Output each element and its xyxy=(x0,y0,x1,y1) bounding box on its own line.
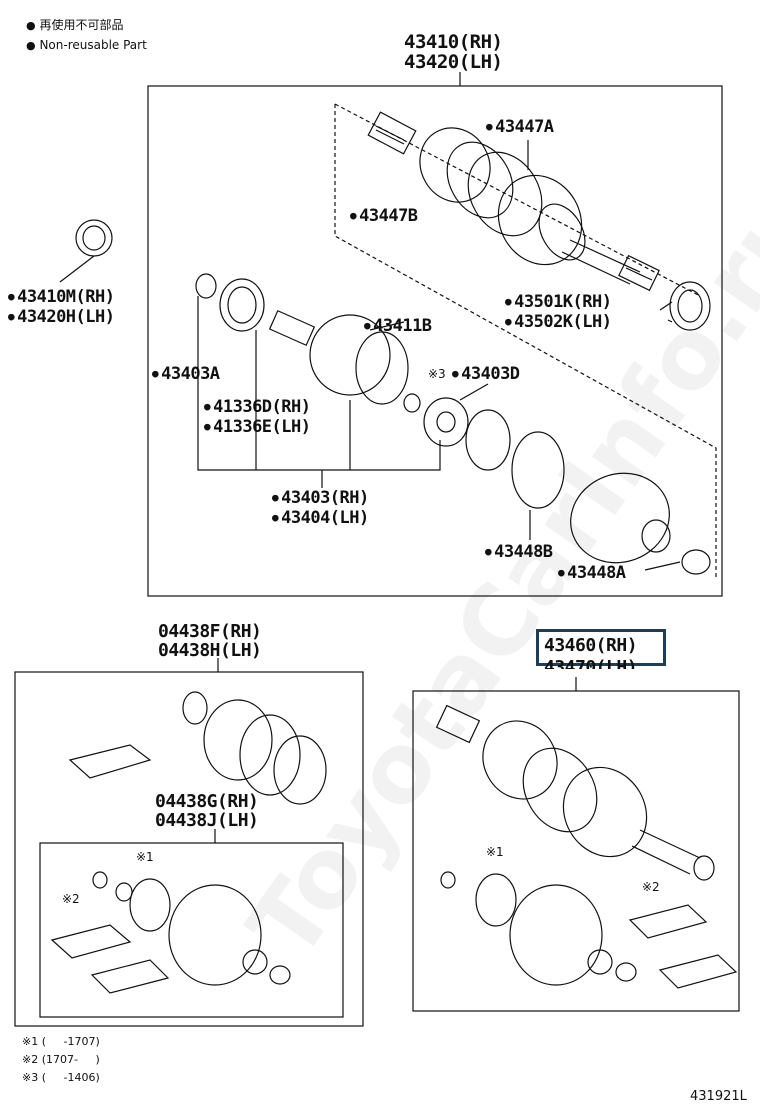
legend-en-text: Non-reusable Part xyxy=(39,38,147,52)
assembly-title-lh[interactable]: 43420(LH) xyxy=(404,51,503,73)
part-41336E[interactable]: 41336E(LH) xyxy=(204,417,311,439)
part-43403A[interactable]: 43403A xyxy=(152,364,220,386)
kit-left-sub-lh[interactable]: 04438J(LH) xyxy=(155,810,259,831)
part-43410M[interactable]: 43410M(RH) xyxy=(8,287,115,309)
bearing-ring-left xyxy=(75,219,113,257)
kit-left-mark-2: ※2 xyxy=(62,892,80,906)
grease-pack xyxy=(68,744,152,779)
kit-right-mark-2: ※2 xyxy=(642,880,660,894)
footnote-2: ※2 (1707- ) xyxy=(22,1053,100,1066)
left-kit-frame xyxy=(14,671,364,1027)
left-kit-subframe xyxy=(39,842,344,1018)
part-43411B[interactable]: 43411B xyxy=(364,316,432,338)
assembly-title-rh[interactable]: 43410(RH) xyxy=(404,31,503,53)
kit-right-title-rh[interactable]: 43460(RH) xyxy=(544,635,638,656)
part-43501K[interactable]: 43501K(RH) xyxy=(505,292,612,314)
figure-code: 431921L xyxy=(690,1089,747,1104)
part-43404[interactable]: 43404(LH) xyxy=(272,508,369,530)
part-41336D[interactable]: 41336D(RH) xyxy=(204,397,311,419)
kit-right-title-lh[interactable]: 43470(LH) xyxy=(544,657,638,678)
part-43447B[interactable]: 43447B xyxy=(350,206,418,228)
legend-jp-text: 再使用不可部品 xyxy=(39,18,124,32)
inboard-joint-drawing xyxy=(195,273,711,575)
dashed-group-outline xyxy=(334,104,717,580)
note-mark-3: ※3 xyxy=(428,367,446,381)
left-kit-drawing xyxy=(50,691,327,994)
footnote-3: ※3 ( -1406) xyxy=(22,1071,100,1084)
part-43447A[interactable]: 43447A xyxy=(486,117,554,139)
footnote-1: ※1 ( -1707) xyxy=(22,1035,100,1048)
part-43403D[interactable]: 43403D xyxy=(452,364,520,386)
bullet-icon: ● xyxy=(26,19,36,32)
part-43420H[interactable]: 43420H(LH) xyxy=(8,307,115,329)
legend-nonreusable-jp: ● 再使用不可部品 xyxy=(26,18,123,33)
highlight-43460-box xyxy=(536,629,666,666)
right-kit-drawing xyxy=(435,704,738,989)
part-43448A[interactable]: 43448A xyxy=(558,563,626,585)
part-43403[interactable]: 43403(RH) xyxy=(272,488,369,510)
legend-nonreusable-en: ● Non-reusable Part xyxy=(26,38,147,53)
bullet-icon: ● xyxy=(26,39,36,52)
part-43448B[interactable]: 43448B xyxy=(485,542,553,564)
part-43502K[interactable]: 43502K(LH) xyxy=(505,312,612,334)
kit-right-mark-1: ※1 xyxy=(486,845,504,859)
kit-left-sub-rh[interactable]: 04438G(RH) xyxy=(155,791,259,812)
bearing-ring-right xyxy=(669,281,711,331)
kit-left-title-rh[interactable]: 04438F(RH) xyxy=(158,621,262,642)
kit-left-title-lh[interactable]: 04438H(LH) xyxy=(158,640,262,661)
outboard-joint-drawing xyxy=(367,111,660,292)
kit-left-mark-1: ※1 xyxy=(136,850,154,864)
main-assembly-frame xyxy=(147,85,723,597)
